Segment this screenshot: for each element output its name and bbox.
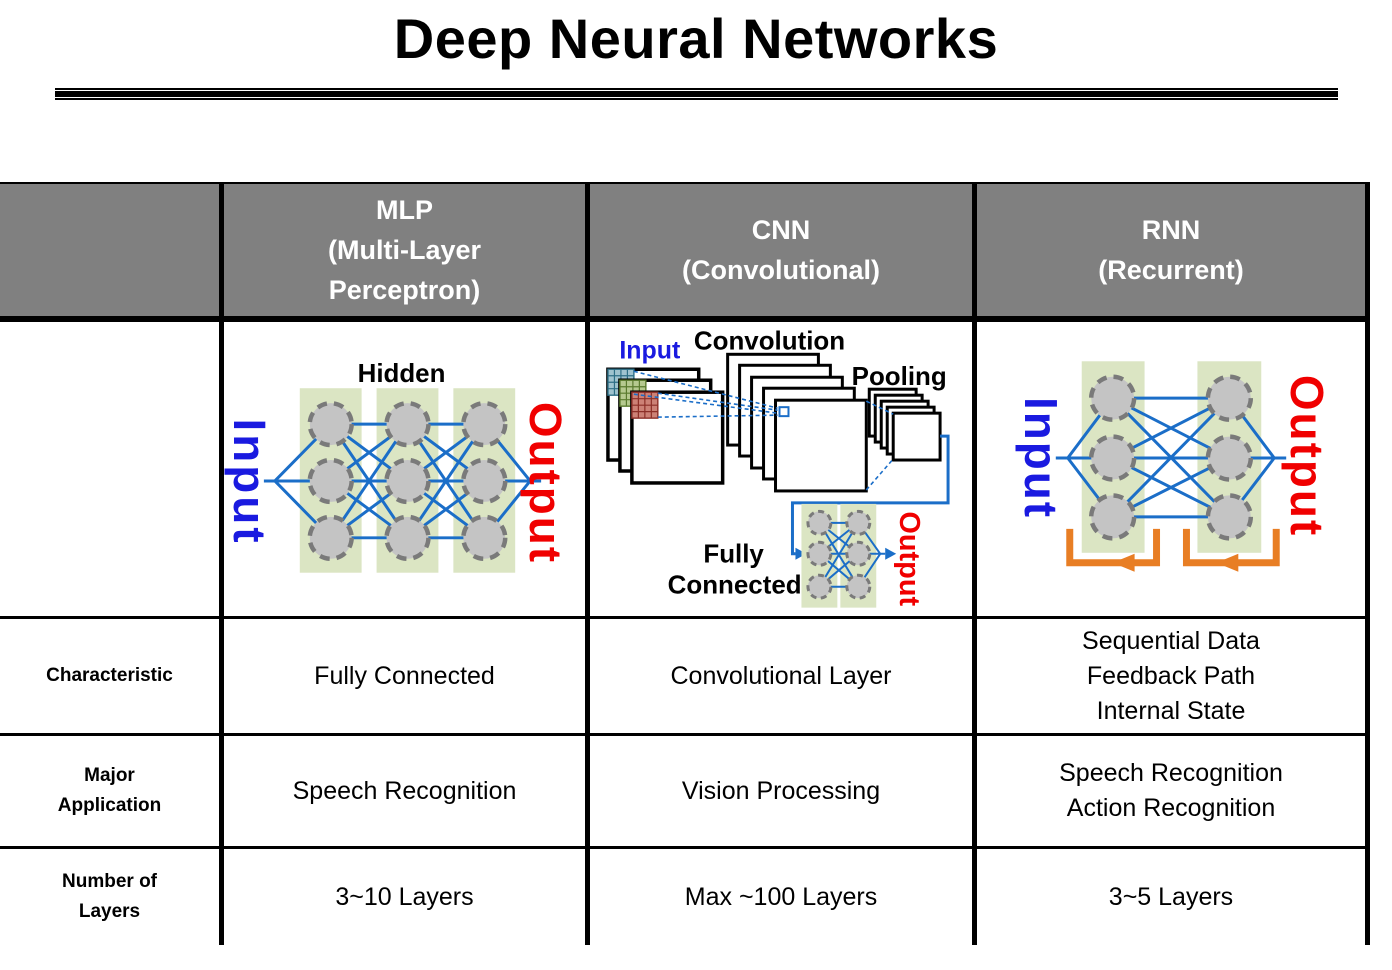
- cnn-convolution-label: Convolution: [694, 327, 845, 355]
- mlp-network-diagram: Hidden Input Output: [224, 360, 572, 573]
- number-of-layers-cnn-cell: Max ~100 Layers: [590, 849, 977, 945]
- cnn-conv-map-stack: [726, 352, 868, 493]
- mlp-output-label: Output: [520, 402, 572, 564]
- rnn-output-label: Output: [1281, 375, 1333, 537]
- comparison-table: MLP (Multi-Layer Perceptron) CNN (Convol…: [0, 182, 1370, 945]
- header-mlp-line1: MLP: [376, 195, 433, 225]
- cnn-network-diagram: Input Convolution Pooling Fully Connecte…: [606, 327, 950, 608]
- cnn-fully-label: Fully: [703, 541, 764, 569]
- row-label-characteristic: Characteristic: [0, 619, 224, 736]
- header-mlp: MLP (Multi-Layer Perceptron): [224, 182, 590, 322]
- cnn-pooling-stack: [867, 387, 942, 462]
- cnn-conv-target-marker: [778, 406, 790, 418]
- number-of-layers-rnn-cell: 3~5 Layers: [977, 849, 1370, 945]
- major-application-mlp-cell: Speech Recognition: [224, 736, 590, 849]
- row-label-number-of-layers: Number of Layers: [0, 849, 224, 945]
- header-rnn: RNN (Recurrent): [977, 182, 1370, 322]
- number-of-layers-mlp-cell: 3~10 Layers: [224, 849, 590, 945]
- cnn-fc-out-arrow: [885, 547, 897, 560]
- cnn-fc-in-arrow: [795, 547, 807, 560]
- rnn-diagram-cell: Input Output: [977, 322, 1370, 619]
- cnn-pooling-projection-lines: [865, 400, 894, 491]
- mlp-neuron-nodes: [307, 400, 508, 561]
- header-mlp-line2: (Multi-Layer: [327, 235, 481, 265]
- rnn-cross-edges: [1111, 396, 1231, 519]
- characteristic-rnn-cell: Sequential Data Feedback Path Internal S…: [977, 619, 1370, 736]
- major-application-rnn-cell: Speech Recognition Action Recognition: [977, 736, 1370, 849]
- rnn-input-label: Input: [1015, 397, 1067, 519]
- cnn-fc-edges: [818, 521, 860, 588]
- header-rnn-line1: RNN: [1141, 215, 1201, 245]
- cnn-input-label: Input: [619, 336, 680, 364]
- major-application-cnn-cell: Vision Processing: [590, 736, 977, 849]
- rnn-feedback-arrow-2: [1216, 553, 1239, 572]
- header-mlp-line3: Perceptron): [328, 275, 481, 305]
- diagram-row-label-cell: [0, 322, 224, 619]
- rnn-neuron-nodes: [1088, 374, 1254, 541]
- row-label-major-application: Major Application: [0, 736, 224, 849]
- rnn-feedback-arrow-1: [1112, 553, 1135, 572]
- cnn-connected-label: Connected: [668, 572, 802, 600]
- title-underline: [55, 88, 1338, 100]
- header-cnn-line2: (Convolutional): [682, 255, 880, 285]
- characteristic-cnn-cell: Convolutional Layer: [590, 619, 977, 736]
- page-title: Deep Neural Networks: [393, 7, 999, 70]
- mlp-edges-layer2-3: [406, 422, 486, 540]
- rnn-network-diagram: Input Output: [1015, 361, 1333, 572]
- header-cnn-line1: CNN: [751, 215, 811, 245]
- cnn-fc-neuron-nodes: [806, 509, 872, 600]
- cnn-diagram-cell: Input Convolution Pooling Fully Connecte…: [590, 322, 977, 619]
- mlp-hidden-label: Hidden: [358, 360, 446, 388]
- cnn-receptive-field-lines: [633, 370, 778, 418]
- cnn-flow-line: [790, 434, 950, 556]
- cnn-output-label: Output: [893, 511, 925, 606]
- mlp-diagram-cell: Hidden Input Output: [224, 322, 590, 619]
- mlp-input-label: Input: [224, 418, 276, 545]
- header-cnn: CNN (Convolutional): [590, 182, 977, 322]
- cnn-pooling-label: Pooling: [852, 363, 947, 391]
- mlp-edges-layer1-2: [329, 422, 409, 540]
- cnn-input-grid-red: [631, 391, 659, 419]
- characteristic-mlp-cell: Fully Connected: [224, 619, 590, 736]
- header-rnn-line2: (Recurrent): [1098, 255, 1244, 285]
- header-corner-cell: [0, 182, 224, 322]
